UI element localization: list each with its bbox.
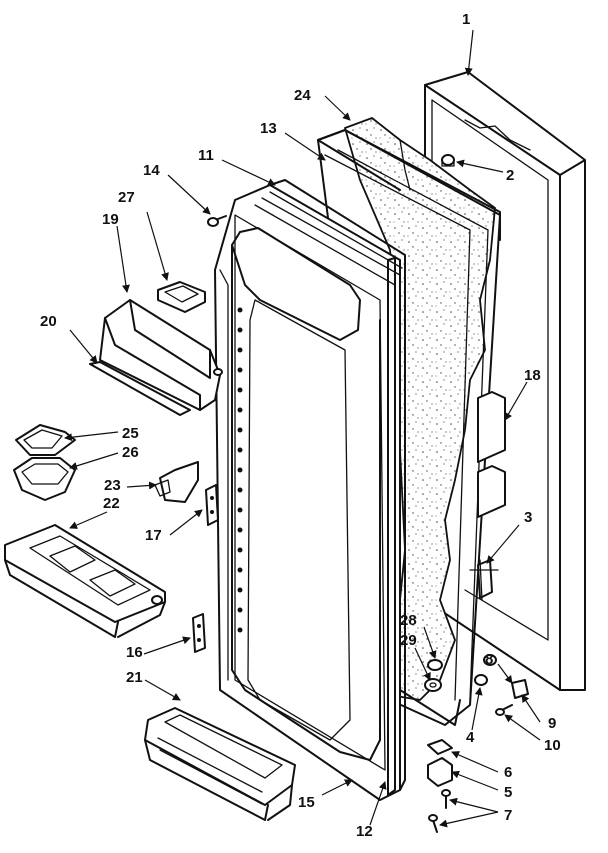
- hinge-8: [483, 654, 497, 666]
- foam-insulation: [344, 117, 496, 701]
- hinge-3: [469, 559, 499, 601]
- dairy-door-19: [99, 299, 223, 411]
- bushing-4: [474, 674, 488, 686]
- hinge-17: [205, 484, 219, 526]
- label-9: 9: [548, 715, 556, 732]
- label-8: 8: [485, 651, 493, 668]
- leader-lines: [64, 29, 541, 828]
- label-12: 12: [356, 823, 373, 840]
- label-13: 13: [260, 120, 277, 137]
- spacer-blocks-18: [477, 391, 506, 518]
- butter-dish-26: [13, 457, 76, 501]
- label-26: 26: [122, 444, 139, 461]
- door-shelf-22: [4, 524, 166, 638]
- cam-9: [511, 679, 529, 699]
- label-22: 22: [103, 495, 120, 512]
- label-23: 23: [104, 477, 121, 494]
- label-5: 5: [504, 784, 512, 801]
- label-24: 24: [294, 87, 311, 104]
- bracket-6: [427, 739, 453, 755]
- label-14: 14: [143, 162, 160, 179]
- label-1: 1: [462, 11, 470, 28]
- label-10: 10: [544, 737, 561, 754]
- plug-2: [441, 154, 455, 167]
- shelf-stud-holes: [237, 307, 243, 633]
- label-4: 4: [466, 729, 475, 746]
- label-27: 27: [118, 189, 135, 206]
- label-16: 16: [126, 644, 143, 661]
- label-28: 28: [400, 612, 417, 629]
- dispenser-cover-27: [157, 281, 206, 313]
- label-29: 29: [400, 632, 417, 649]
- label-18: 18: [524, 367, 541, 384]
- label-6: 6: [504, 764, 512, 781]
- hinge-16: [192, 613, 206, 653]
- label-7: 7: [504, 807, 512, 824]
- label-21: 21: [126, 669, 143, 686]
- screw-14: [207, 215, 227, 227]
- hinge-5: [427, 757, 453, 787]
- label-19: 19: [102, 211, 119, 228]
- label-3: 3: [524, 509, 532, 526]
- screws-7: [428, 789, 451, 833]
- screw-10: [495, 704, 513, 716]
- washer-29: [424, 678, 442, 692]
- label-25: 25: [122, 425, 139, 442]
- bracket-23: [154, 461, 199, 503]
- label-17: 17: [145, 527, 162, 544]
- label-11: 11: [198, 147, 214, 164]
- label-2: 2: [506, 167, 514, 184]
- trim-strip: [387, 257, 396, 796]
- butter-lid-25: [15, 424, 76, 456]
- washer-28: [427, 659, 443, 671]
- inner-door-liner: [214, 179, 406, 801]
- callout-labels: 1 2 3 4 5 6 7 8 9 10 11 12 13 14 15 16 1…: [40, 11, 561, 840]
- label-15: 15: [298, 794, 315, 811]
- label-20: 20: [40, 313, 57, 330]
- door-bin-21: [144, 707, 296, 821]
